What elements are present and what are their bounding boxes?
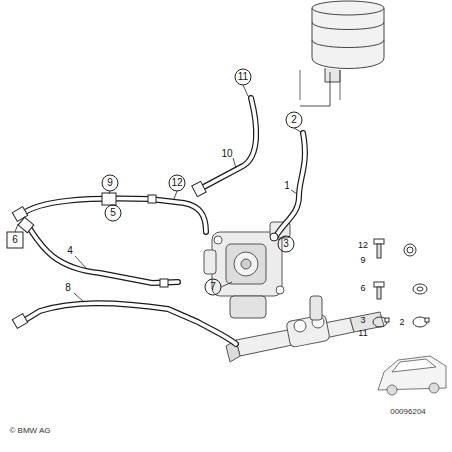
callout-number: 8 bbox=[65, 283, 71, 293]
callout-number: 12 bbox=[171, 178, 182, 188]
copyright-note: © BMW AG bbox=[9, 427, 50, 435]
callout-number: 2 bbox=[399, 318, 404, 327]
callout-number: 3 bbox=[283, 239, 289, 249]
callout-number: 11 bbox=[358, 329, 367, 338]
callout-number: 9 bbox=[107, 178, 113, 188]
callout-number: 12 bbox=[358, 241, 368, 250]
callout-number: 3 bbox=[360, 316, 365, 325]
callout-number: 5 bbox=[110, 208, 116, 218]
callout-number: 4 bbox=[67, 246, 73, 256]
copyright-note: 00096204 bbox=[390, 408, 426, 416]
callout-number: 9 bbox=[360, 256, 365, 265]
callout-number: 2 bbox=[291, 115, 297, 125]
callout-number: 6 bbox=[12, 235, 18, 245]
callout-number: 11 bbox=[238, 72, 248, 82]
callout-number: 1 bbox=[284, 181, 290, 191]
callout-number: 7 bbox=[210, 282, 216, 292]
callout-number: 10 bbox=[221, 149, 232, 159]
callout-number: 6 bbox=[360, 284, 365, 293]
